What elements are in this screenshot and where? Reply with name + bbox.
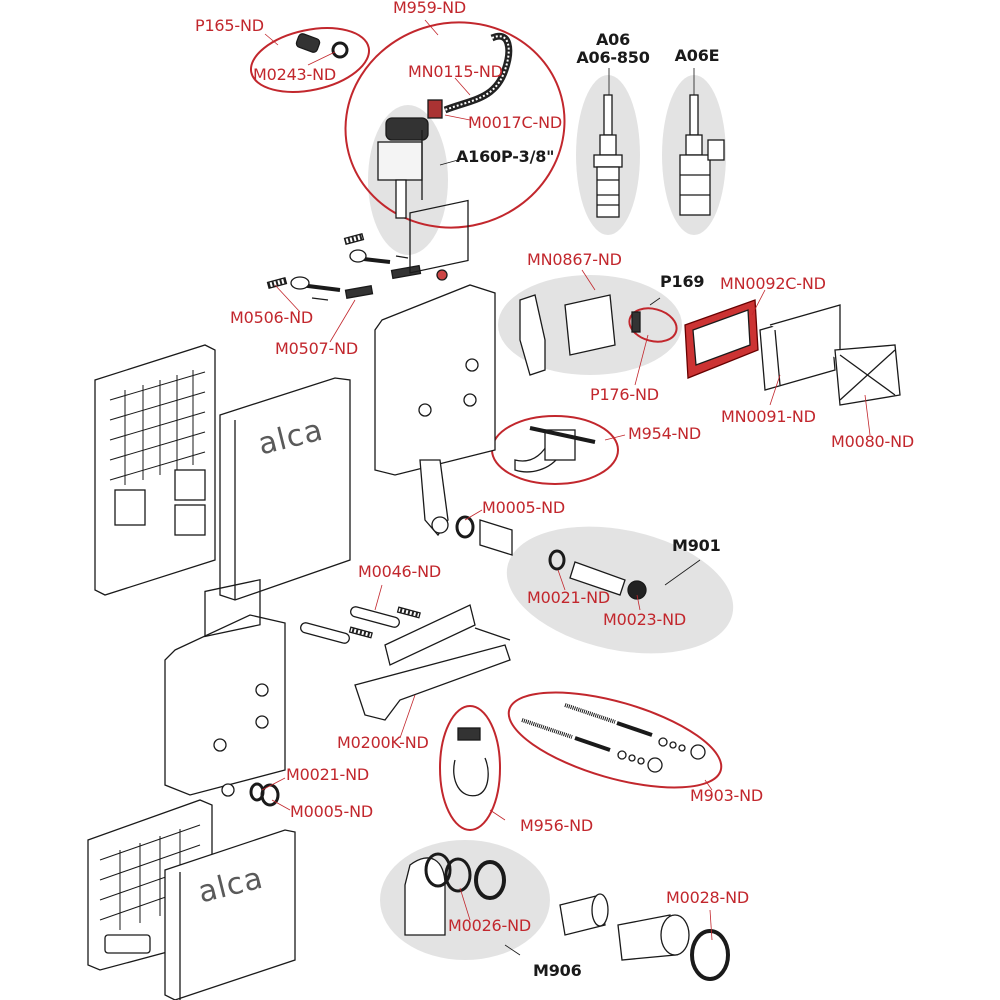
leader-lines-dark	[439, 68, 701, 956]
part-label-m0021-top: M0021-ND	[527, 588, 610, 607]
part-label-p165: P165-ND	[195, 16, 264, 35]
part-label-m0026: M0026-ND	[448, 916, 531, 935]
m906-bend-part	[404, 852, 506, 936]
cover-panel-bottom-part	[164, 829, 296, 1000]
part-label-a160p: A160P-3/8"	[456, 147, 555, 166]
m959-ellipse	[344, 21, 566, 229]
a160p-fill-valve-part	[377, 32, 513, 219]
part-label-m956: M956-ND	[520, 816, 594, 835]
part-label-m903: M903-ND	[690, 786, 764, 805]
anchor-bolts-part	[266, 232, 448, 301]
part-label-mn0092c: MN0092C-ND	[720, 274, 826, 293]
part-label-m0200k: M0200K-ND	[337, 733, 429, 752]
frame-panel-top-part	[94, 344, 216, 596]
part-label-a06: A06	[595, 30, 631, 49]
p165-valve-part	[295, 33, 349, 59]
clip-part	[453, 727, 489, 797]
part-label-p176: P176-ND	[590, 385, 659, 404]
cover-panel-top-part	[219, 377, 351, 601]
cistern-top-part	[374, 199, 513, 556]
part-label-m0023: M0023-ND	[603, 610, 686, 629]
part-label-m0005-top: M0005-ND	[482, 498, 565, 517]
m956-ellipse	[439, 705, 501, 831]
fixing-rods-part	[521, 703, 706, 773]
a06-flush-valve-part	[593, 94, 623, 218]
red-frame-part	[684, 299, 759, 379]
part-label-mn0867: MN0867-ND	[527, 250, 622, 269]
box-frame-part	[759, 304, 841, 391]
part-label-p169: P169	[660, 272, 705, 291]
part-label-m906: M906	[533, 961, 582, 980]
drain-pipes-part	[559, 893, 730, 981]
m901-pipe-part	[548, 549, 647, 600]
part-label-m0017c: M0017C-ND	[468, 113, 562, 132]
lever-mechanism-part	[514, 426, 596, 473]
support-frame-part	[519, 294, 641, 376]
part-label-m0046: M0046-ND	[358, 562, 441, 581]
part-label-mn0115: MN0115-ND	[408, 62, 503, 81]
mounting-bracket-part	[300, 604, 511, 721]
p165-ellipse	[249, 27, 371, 93]
part-label-m0507: M0507-ND	[275, 339, 358, 358]
part-label-mn0091: MN0091-ND	[721, 407, 816, 426]
part-label-a06e: A06E	[674, 46, 720, 65]
line-art	[87, 32, 901, 1000]
part-label-m0005-bottom: M0005-ND	[290, 802, 373, 821]
leader-lines	[261, 19, 871, 941]
part-label-m0080: M0080-ND	[831, 432, 914, 451]
cistern-bottom-part	[164, 578, 286, 807]
part-label-m0243: M0243-ND	[253, 65, 336, 84]
part-label-m959: M959-ND	[393, 0, 467, 17]
part-label-m0506: M0506-ND	[230, 308, 313, 327]
m903-ellipse	[507, 691, 723, 789]
a06e-flush-valve-part	[679, 94, 725, 216]
part-label-m0028: M0028-ND	[666, 888, 749, 907]
highlight-ellipses	[249, 21, 723, 831]
mesh-frame-part	[834, 344, 901, 406]
part-label-a06-850: A06-850	[576, 48, 650, 67]
part-label-m954: M954-ND	[628, 424, 702, 443]
p176-ellipse	[628, 307, 678, 343]
part-label-m901: M901	[672, 536, 721, 555]
part-label-m0021-bottom: M0021-ND	[286, 765, 369, 784]
